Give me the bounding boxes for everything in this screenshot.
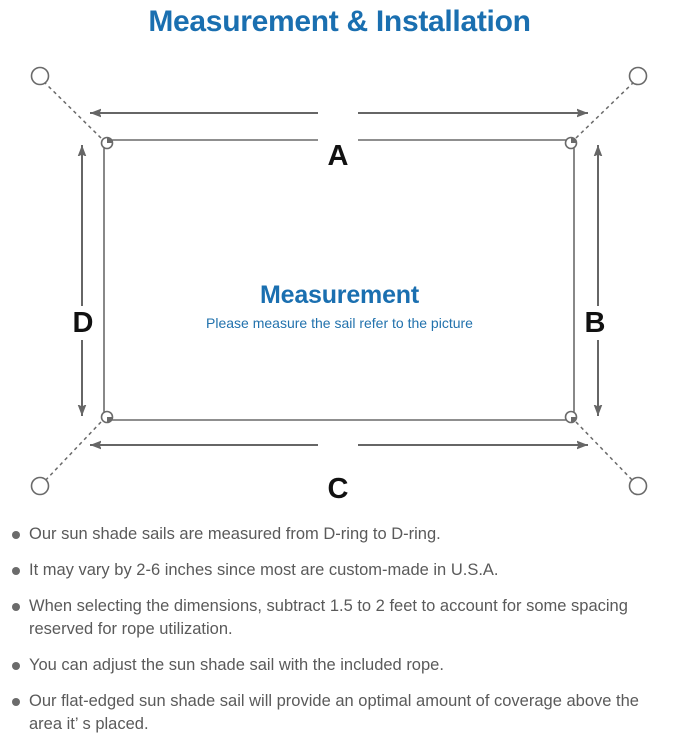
list-item-text: You can adjust the sun shade sail with t… — [29, 656, 444, 674]
list-item: Our sun shade sails are measured from D-… — [0, 523, 679, 546]
list-item: When selecting the dimensions, subtract … — [0, 595, 679, 641]
list-item-text: Our flat-edged sun shade sail will provi… — [29, 692, 639, 733]
list-item-text: Our sun shade sails are measured from D-… — [29, 525, 441, 543]
dimension-label-b: B — [578, 306, 612, 340]
bullet-dot-icon — [12, 531, 20, 539]
list-item: You can adjust the sun shade sail with t… — [0, 654, 679, 677]
bullet-dot-icon — [12, 603, 20, 611]
page-title: Measurement & Installation — [148, 5, 531, 38]
list-item-text: When selecting the dimensions, subtract … — [29, 597, 628, 638]
list-item: Our flat-edged sun shade sail will provi… — [0, 690, 679, 736]
rope-dashed-line — [41, 79, 637, 485]
list-item: It may vary by 2-6 inches since most are… — [0, 559, 679, 582]
dimension-label-d: D — [66, 306, 100, 340]
sail-rectangle — [103, 139, 575, 421]
bullet-dot-icon — [12, 698, 20, 706]
measurement-diagram: Measurement Please measure the sail refe… — [0, 44, 679, 519]
dimension-label-a: A — [318, 139, 358, 173]
notes-list: Our sun shade sails are measured from D-… — [0, 523, 679, 749]
bullet-dot-icon — [12, 662, 20, 670]
anchor-point — [30, 66, 648, 496]
dimension-label-c: C — [318, 472, 358, 506]
bullet-dot-icon — [12, 567, 20, 575]
list-item-text: It may vary by 2-6 inches since most are… — [29, 561, 499, 579]
